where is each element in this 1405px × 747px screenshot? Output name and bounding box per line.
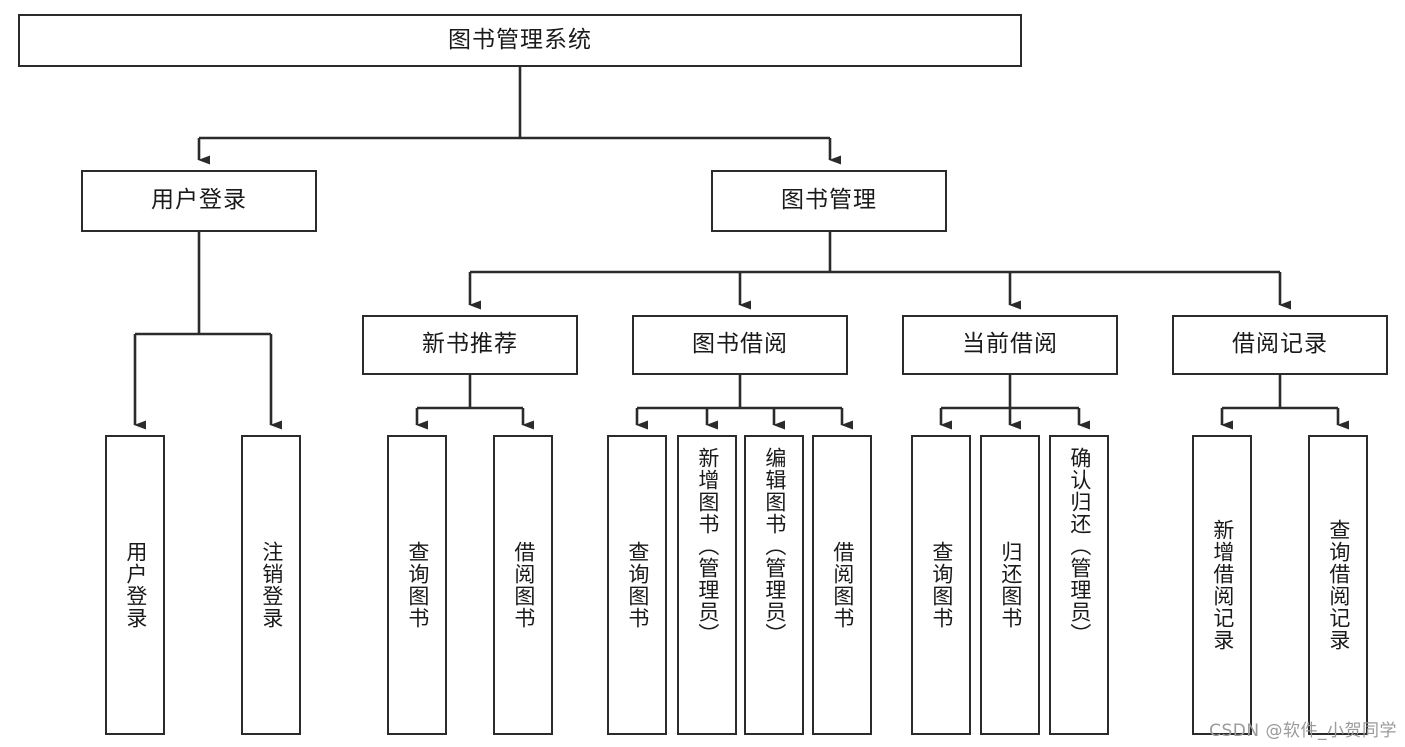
node-borrow-record[interactable]: 借阅记录 bbox=[1172, 315, 1388, 375]
csdn-watermark: CSDN @软件_小贺同学 bbox=[1209, 721, 1397, 741]
node-leaf-add-book[interactable]: 新增图书（管理员） bbox=[677, 435, 737, 735]
node-leaf-add-record[interactable]: 新增借阅记录 bbox=[1192, 435, 1252, 735]
node-leaf-logout[interactable]: 注销登录 bbox=[241, 435, 301, 735]
node-leaf-confirm-return[interactable]: 确认归还（管理员） bbox=[1049, 435, 1109, 735]
node-leaf-borrow-book-2[interactable]: 借阅图书 bbox=[812, 435, 872, 735]
node-book-manage[interactable]: 图书管理 bbox=[711, 170, 947, 232]
node-book-borrow[interactable]: 图书借阅 bbox=[632, 315, 848, 375]
node-root-system[interactable]: 图书管理系统 bbox=[18, 14, 1022, 67]
node-leaf-edit-book[interactable]: 编辑图书（管理员） bbox=[744, 435, 804, 735]
node-new-book-recommend[interactable]: 新书推荐 bbox=[362, 315, 578, 375]
node-leaf-borrow-book-1[interactable]: 借阅图书 bbox=[493, 435, 553, 735]
node-leaf-query-book-1[interactable]: 查询图书 bbox=[387, 435, 447, 735]
node-leaf-query-book-3[interactable]: 查询图书 bbox=[911, 435, 971, 735]
node-leaf-user-login[interactable]: 用户登录 bbox=[105, 435, 165, 735]
node-user-login[interactable]: 用户登录 bbox=[81, 170, 317, 232]
node-current-borrow[interactable]: 当前借阅 bbox=[902, 315, 1118, 375]
node-leaf-query-record[interactable]: 查询借阅记录 bbox=[1308, 435, 1368, 735]
node-leaf-query-book-2[interactable]: 查询图书 bbox=[607, 435, 667, 735]
node-leaf-return-book[interactable]: 归还图书 bbox=[980, 435, 1040, 735]
